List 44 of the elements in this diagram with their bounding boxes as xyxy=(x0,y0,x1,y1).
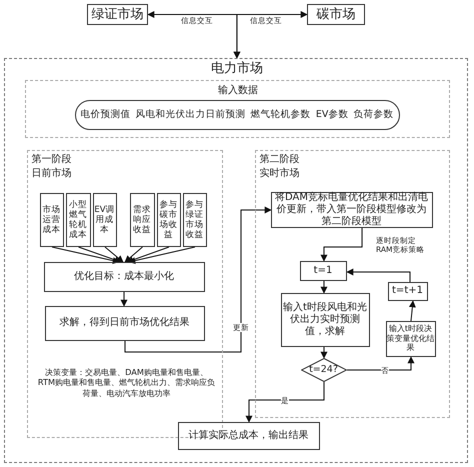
revenue-box: 参与绿证市场收益 xyxy=(182,192,206,246)
arrow xyxy=(120,292,128,307)
arrow xyxy=(104,246,124,262)
process-box: t=1 xyxy=(300,260,346,280)
frame-heading: 电力市场 xyxy=(210,61,264,78)
frame-heading: 实时市场 xyxy=(260,166,300,180)
market-box: 绿证市场 xyxy=(87,4,148,25)
arrow xyxy=(320,280,328,294)
arrow xyxy=(124,246,143,262)
process-box: 计算实际总成本，输出结果 xyxy=(178,422,320,450)
input-item: 燃气轮机参数 xyxy=(250,108,311,121)
revenue-box: 需求响应收益 xyxy=(130,192,154,246)
dashed-frame xyxy=(24,80,450,138)
arrow xyxy=(408,300,416,322)
arrow xyxy=(246,382,324,423)
process-box: 求解，得到日前市场优化结果 xyxy=(44,306,204,340)
arrow xyxy=(233,11,308,59)
arrow xyxy=(320,346,328,359)
arrow xyxy=(126,246,170,264)
arrow xyxy=(78,246,122,264)
input-data-pill xyxy=(74,100,400,130)
process-box: 将DAM竞标电量优化结果和出清电价更新，带入第一阶段模型修改为第二阶段模型 xyxy=(270,192,432,228)
frame-heading: 第一阶段 xyxy=(32,152,72,166)
decision-diamond: t=24? xyxy=(300,358,346,382)
process-box: 输入t时段风电和光伏出力实时预测值，求解 xyxy=(280,292,370,346)
cost-box: 小型燃气轮机成本 xyxy=(66,192,90,246)
frame-heading: 输入数据 xyxy=(217,84,259,96)
note-text: 决策变量：交易电量、DAM购电量和售电量、RTM购电量和售电量、燃气轮机出力、需求响应负荷量、电动汽车放电功率 xyxy=(38,366,216,398)
arrow xyxy=(346,268,410,282)
frame-heading: 第二阶段 xyxy=(260,152,300,166)
process-box: 优化目标：成本最小化 xyxy=(44,262,204,292)
cost-box: EV调用成本 xyxy=(92,192,116,246)
input-item: 风电和光伏出力日前预测 xyxy=(136,108,246,121)
input-item: 电价预测值 xyxy=(80,108,131,121)
arrow xyxy=(124,206,272,352)
market-box: 碳市场 xyxy=(307,4,365,25)
frame-heading: 日前市场 xyxy=(32,166,72,180)
revenue-box: 参与碳市场收益 xyxy=(156,192,180,246)
process-box: t=t+1 xyxy=(388,282,428,300)
input-item: EV参数 xyxy=(316,108,348,121)
arrow xyxy=(320,228,363,262)
arrow xyxy=(346,356,414,370)
input-item: 负荷参数 xyxy=(353,108,394,121)
cost-box: 市场运营成本 xyxy=(40,192,64,246)
